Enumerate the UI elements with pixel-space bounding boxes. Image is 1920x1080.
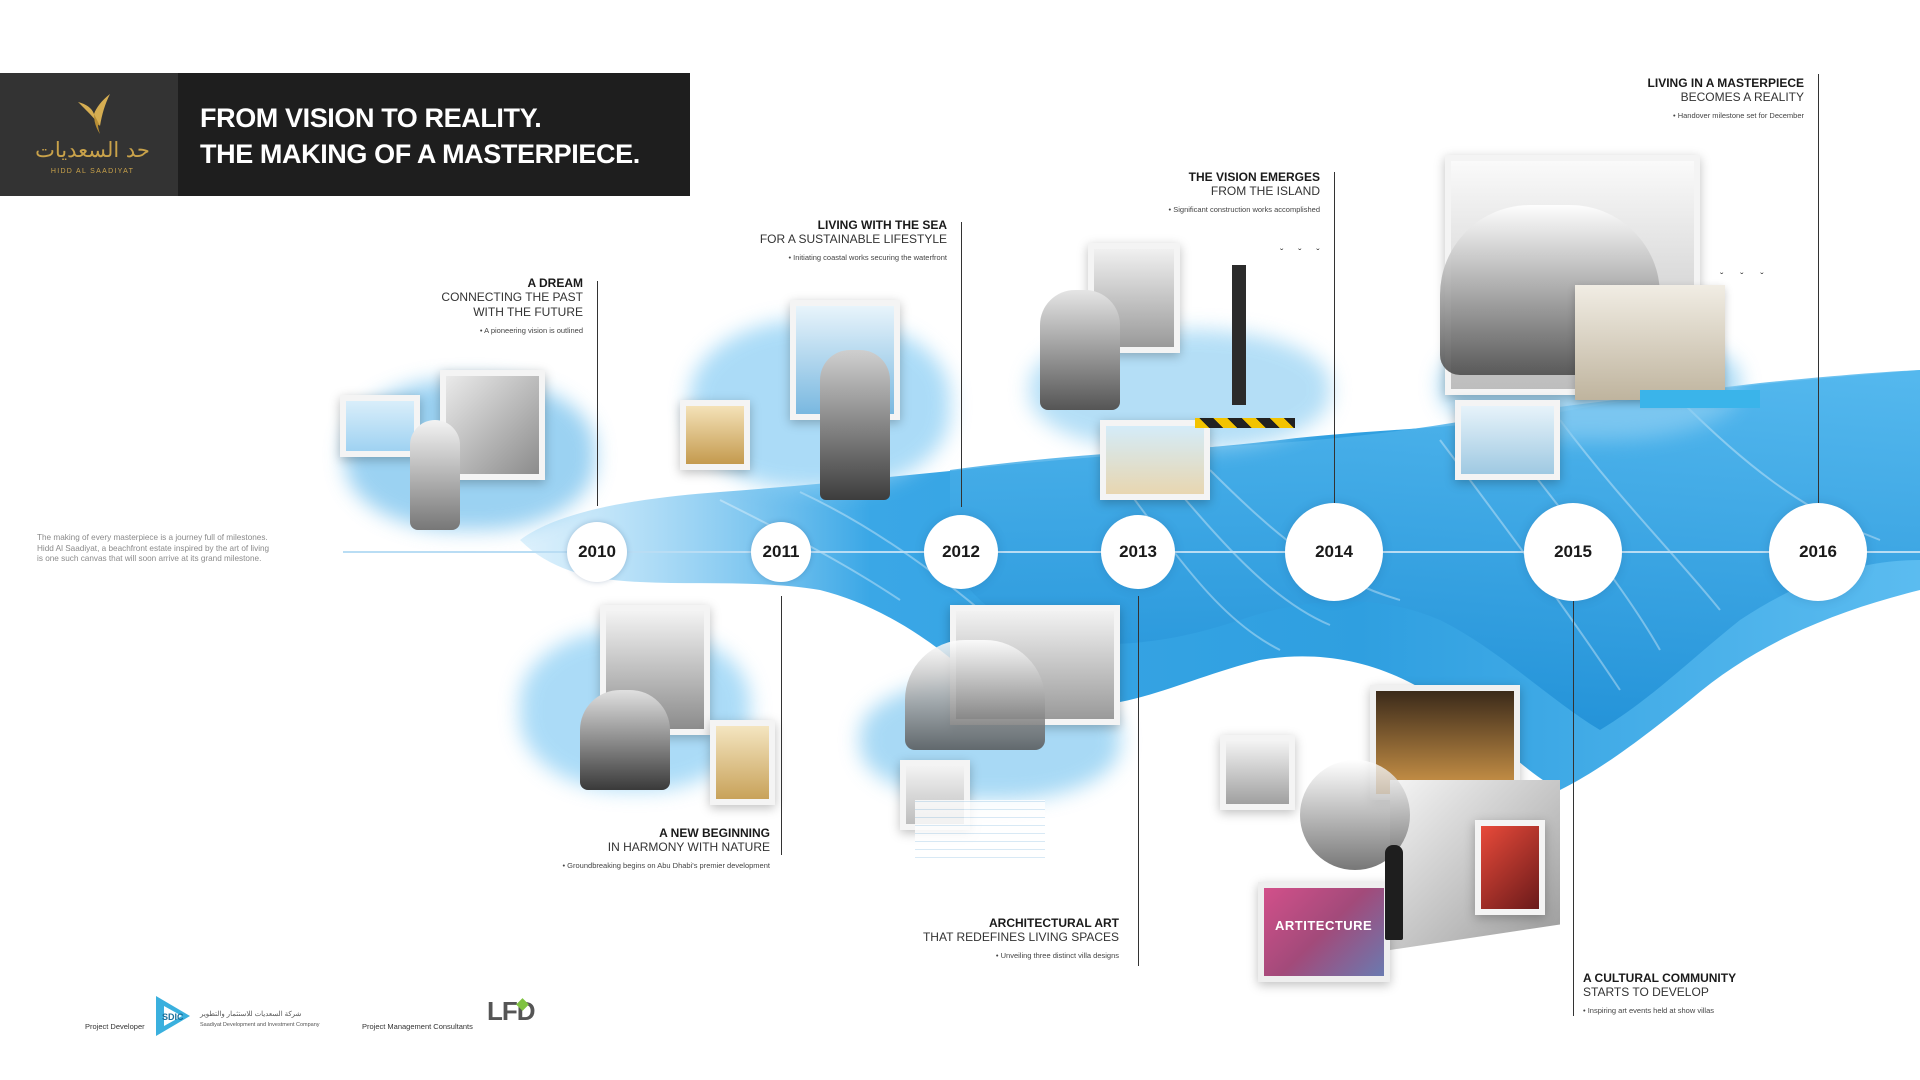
milestone-2014-detail: • Significant construction works accompl… <box>1168 205 1320 214</box>
collage-2012-workers <box>820 350 890 500</box>
collage-2015-visitor <box>1385 845 1403 940</box>
leader-line-2013 <box>1138 596 1140 966</box>
milestone-2013-title: ARCHITECTURAL ART <box>989 916 1119 930</box>
collage-2013-architects <box>905 640 1045 750</box>
milestone-2015-subtitle-1: STARTS TO DEVELOP <box>1583 985 1709 999</box>
leader-line-2012 <box>961 222 963 507</box>
intro-line-3: is one such canvas that will soon arrive… <box>37 554 262 563</box>
milestone-2016-subtitle-1: BECOMES A REALITY <box>1680 90 1804 104</box>
collage-2013-blueprint <box>915 800 1045 865</box>
birds-decoration: ˇ ˇ ˇ <box>1280 248 1326 259</box>
milestone-2016-title: LIVING IN A MASTERPIECE <box>1647 76 1804 90</box>
year-2013[interactable]: 2013 <box>1101 515 1175 589</box>
collage-2014-crane <box>1232 265 1246 405</box>
year-2012[interactable]: 2012 <box>924 515 998 589</box>
collage-2015-art-text: ARTITECTURE <box>1275 918 1373 933</box>
milestone-2016: LIVING IN A MASTERPIECE BECOMES A REALIT… <box>1648 76 1804 121</box>
collage-2011-surveyor <box>580 690 670 790</box>
developer-english-name: Saadiyat Development and Investment Comp… <box>200 1022 320 1028</box>
intro-line-1: The making of every masterpiece is a jou… <box>37 533 268 542</box>
sdic-logo-icon <box>156 996 190 1036</box>
milestone-2011-title: A NEW BEGINNING <box>659 826 770 840</box>
collage-2015-painting-red <box>1475 820 1545 915</box>
brand-arabic-name: حد السعديات <box>35 138 150 162</box>
milestone-2012-detail: • Initiating coastal works securing the … <box>788 253 947 262</box>
title-panel <box>178 73 690 196</box>
milestone-2013-subtitle-1: THAT REDEFINES LIVING SPACES <box>922 930 1119 944</box>
collage-2014-barrier <box>1195 418 1295 428</box>
collage-2011-frame-2 <box>710 720 775 805</box>
collage-2016-villa <box>1575 285 1725 400</box>
sdic-logo-text: SDIC <box>162 1012 184 1022</box>
milestone-2015-detail: • Inspiring art events held at show vill… <box>1583 1006 1715 1015</box>
collage-2016-pool <box>1640 390 1760 408</box>
milestone-2014: THE VISION EMERGES FROM THE ISLAND • Sig… <box>1169 170 1320 215</box>
milestone-2011-detail: • Groundbreaking begins on Abu Dhabi's p… <box>562 861 770 870</box>
leader-line-2015 <box>1573 596 1575 1016</box>
milestone-2011: A NEW BEGINNING IN HARMONY WITH NATURE •… <box>562 826 770 871</box>
milestone-2012-title: LIVING WITH THE SEA <box>817 218 947 232</box>
developer-label: Project Developer <box>85 1022 145 1031</box>
collage-2014-engineer <box>1040 290 1120 410</box>
developer-arabic-name: شركة السعديات للاستثمار والتطوير <box>200 1011 302 1018</box>
year-2016[interactable]: 2016 <box>1769 503 1867 601</box>
milestone-2012-subtitle-1: FOR A SUSTAINABLE LIFESTYLE <box>759 232 947 246</box>
intro-text: The making of every masterpiece is a jou… <box>37 533 337 565</box>
brand-name: HIDD AL SAADIYAT <box>50 168 135 175</box>
milestone-2010-subtitle-2: WITH THE FUTURE <box>473 305 583 319</box>
leader-line-2010 <box>597 281 599 506</box>
milestone-2014-subtitle-1: FROM THE ISLAND <box>1210 184 1320 198</box>
collage-2010-figure <box>410 420 460 530</box>
consultant-label: Project Management Consultants <box>362 1022 473 1031</box>
leader-line-2016 <box>1818 74 1820 506</box>
year-2014[interactable]: 2014 <box>1285 503 1383 601</box>
page-title-line-2: THE MAKING OF A MASTERPIECE. <box>200 139 640 169</box>
milestone-2015-title: A CULTURAL COMMUNITY <box>1583 971 1737 985</box>
birds-decoration-2: ˇ ˇ ˇ <box>1720 272 1771 283</box>
year-2011[interactable]: 2011 <box>751 522 811 582</box>
collage-2014-frame-2 <box>1100 420 1210 500</box>
leader-line-2011 <box>781 596 783 855</box>
year-2010[interactable]: 2010 <box>567 522 627 582</box>
year-2015[interactable]: 2015 <box>1524 503 1622 601</box>
collage-2010-frame-1 <box>340 395 420 457</box>
lfd-logo: LFD <box>487 996 536 1026</box>
collage-2015-frame-1 <box>1220 735 1295 810</box>
collage-2016-frame-2 <box>1455 400 1560 480</box>
milestone-2016-detail: • Handover milestone set for December <box>1672 111 1804 120</box>
milestone-2010: A DREAM CONNECTING THE PAST WITH THE FUT… <box>441 276 583 336</box>
milestone-2010-detail: • A pioneering vision is outlined <box>479 326 583 335</box>
brand-logo-icon <box>78 94 110 134</box>
milestone-2012: LIVING WITH THE SEA FOR A SUSTAINABLE LI… <box>760 218 947 263</box>
collage-2012-frame-2 <box>680 400 750 470</box>
milestone-2013: ARCHITECTURAL ART THAT REDEFINES LIVING … <box>923 916 1119 961</box>
intro-line-2: Hidd Al Saadiyat, a beachfront estate in… <box>37 543 270 553</box>
leader-line-2014 <box>1334 172 1336 505</box>
page-title-line-1: FROM VISION TO REALITY. <box>200 103 542 133</box>
milestone-2010-title: A DREAM <box>527 276 583 290</box>
milestone-2013-detail: • Unveiling three distinct villa designs <box>995 951 1119 960</box>
milestone-2015: A CULTURAL COMMUNITY STARTS TO DEVELOP •… <box>1583 971 1736 1016</box>
milestone-2014-title: THE VISION EMERGES <box>1188 170 1320 184</box>
brand-panel <box>0 73 178 196</box>
milestone-2011-subtitle-1: IN HARMONY WITH NATURE <box>607 840 770 854</box>
milestone-2010-subtitle-1: CONNECTING THE PAST <box>441 290 583 304</box>
